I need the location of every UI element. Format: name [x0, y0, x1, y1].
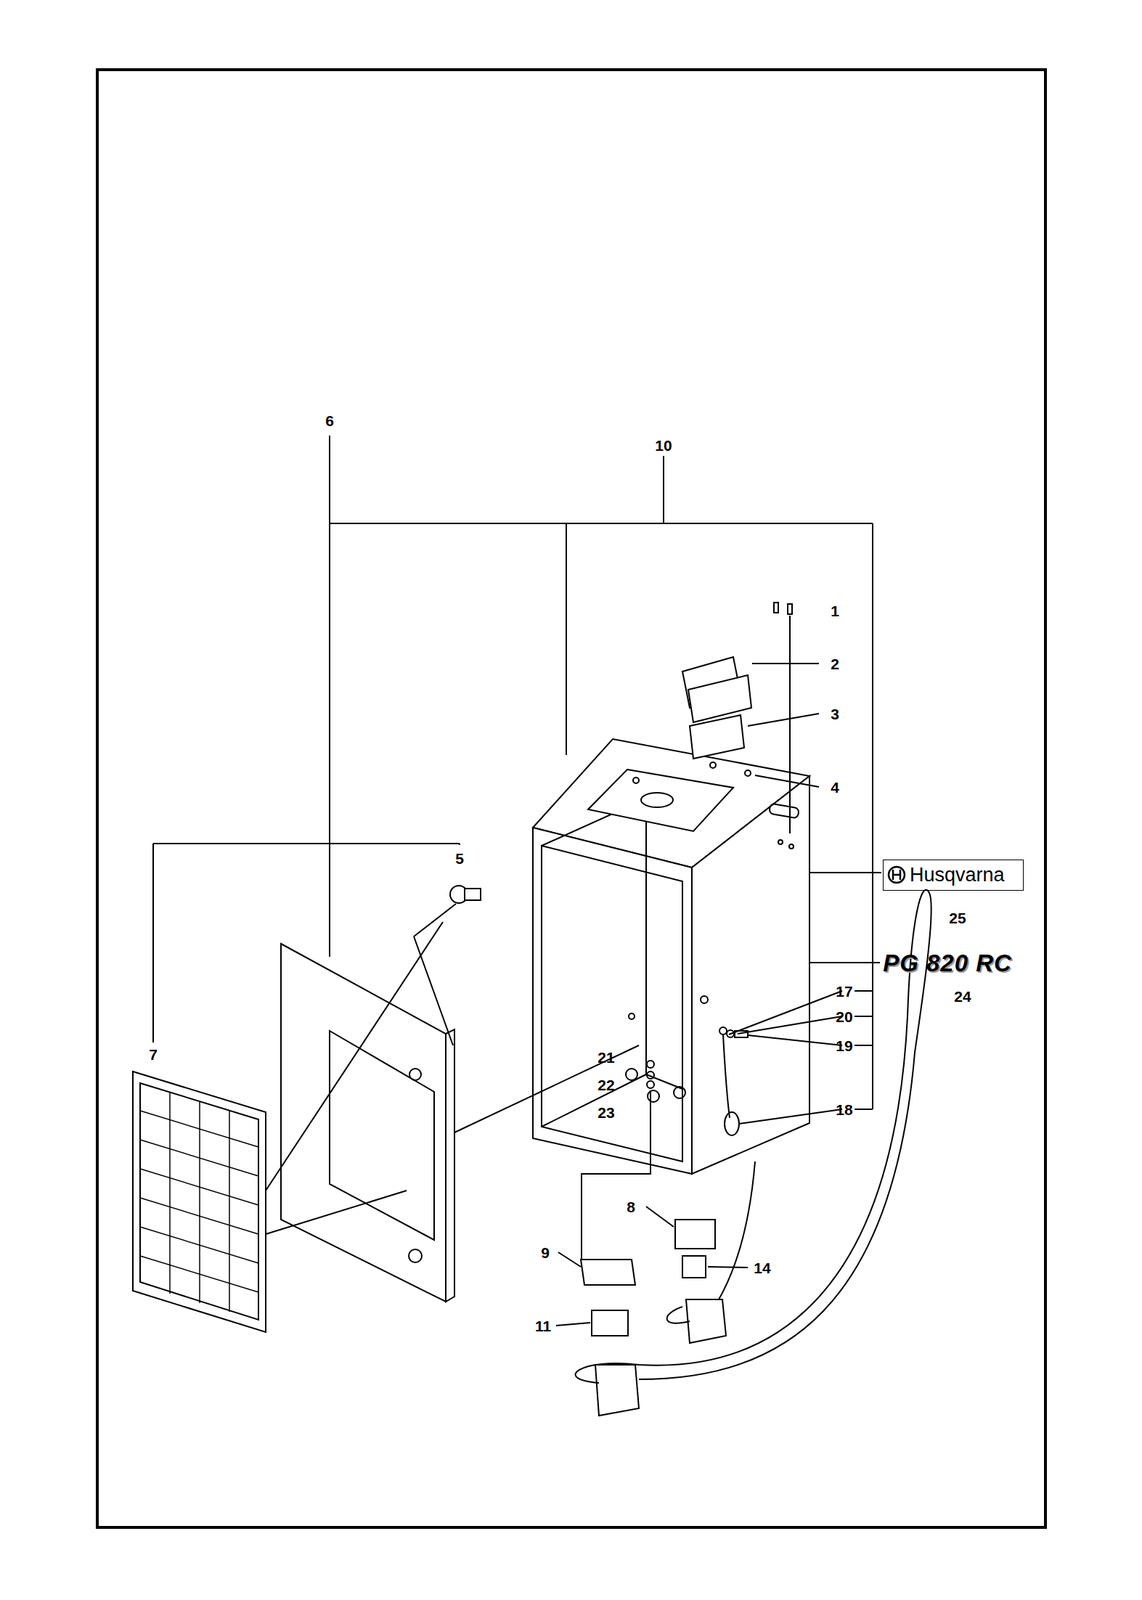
callout-number: 23 — [597, 1104, 615, 1121]
callout-number: 5 — [455, 850, 464, 867]
callout-number: 9 — [540, 1245, 550, 1261]
callout-number: 19 — [835, 1038, 853, 1054]
callout-number: 14 — [753, 1260, 771, 1276]
brand-name: Husqvarna — [909, 863, 1005, 887]
callout-number: 17 — [835, 983, 853, 999]
logo-box: Husqvarna — [882, 859, 1024, 891]
callout-number: 6 — [325, 413, 334, 429]
callout-number: 1 — [830, 603, 840, 619]
callout-number: 7 — [148, 1046, 158, 1063]
callout-number: 25 — [948, 910, 966, 926]
callout-number: 24 — [953, 988, 971, 1005]
callout-number: 2 — [830, 656, 840, 672]
callout-number: 11 — [535, 1318, 552, 1334]
callout-number: 22 — [597, 1077, 615, 1093]
callout-number: 3 — [830, 706, 840, 722]
callout-number: 21 — [597, 1049, 615, 1066]
model-name: PG 820 RC — [882, 951, 1013, 976]
callout-number: 8 — [626, 1199, 636, 1215]
callout-number: 20 — [835, 1009, 853, 1025]
callout-number: 10 — [654, 437, 672, 454]
callout-number: 18 — [835, 1102, 853, 1118]
callout-number: 4 — [830, 779, 840, 795]
